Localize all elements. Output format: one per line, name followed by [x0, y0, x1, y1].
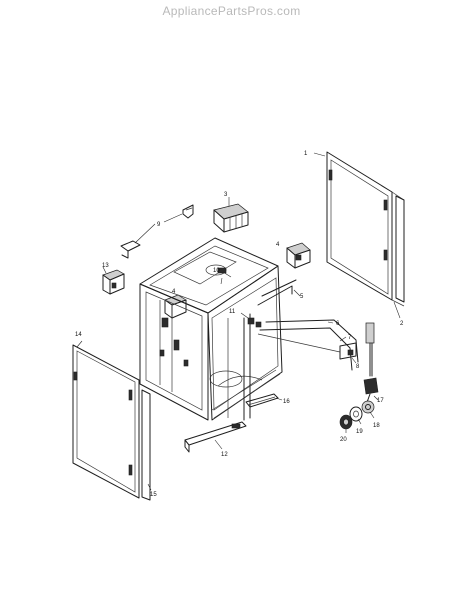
clip-part[interactable]	[247, 317, 262, 328]
callout-label: 20	[340, 437, 347, 443]
leader-line	[102, 266, 107, 274]
leader-line	[220, 277, 223, 285]
leader-line	[369, 411, 375, 419]
callout-label: 16	[283, 399, 290, 405]
callout-label: 4	[276, 242, 280, 248]
toe-kick-part[interactable]	[184, 421, 247, 453]
leader-line	[339, 336, 347, 342]
leader-line	[393, 301, 401, 319]
hose-clamp-part[interactable]	[339, 342, 357, 360]
tub-cabinet-part[interactable]	[139, 237, 283, 421]
side-panel-part[interactable]	[72, 344, 151, 501]
callout-label: 3	[224, 192, 228, 198]
door-rail-part[interactable]	[257, 279, 297, 306]
callout-label: 6	[336, 321, 340, 327]
left-bracket-part[interactable]	[102, 269, 125, 295]
callout-label: 1	[304, 151, 308, 157]
callout-label: 8	[356, 364, 360, 370]
callout-label: 5	[300, 294, 304, 300]
top-bracket-part[interactable]	[213, 203, 249, 233]
fitting-part[interactable]	[361, 400, 375, 414]
leader-line	[76, 340, 83, 348]
leader-line	[214, 439, 223, 450]
side-bracket-part[interactable]	[286, 242, 311, 269]
leader-line	[147, 483, 152, 491]
leader-line	[240, 312, 249, 319]
side-bracket-part[interactable]	[164, 294, 187, 319]
leader-line	[351, 357, 357, 364]
water-inlet-part[interactable]	[363, 322, 379, 406]
leader-line	[134, 223, 156, 244]
hose-part[interactable]	[257, 319, 359, 371]
door-panel-part[interactable]	[326, 151, 405, 307]
leader-line	[163, 213, 183, 223]
callout-label: 2	[400, 321, 404, 327]
callout-label: 14	[75, 332, 82, 338]
callout-label: 11	[229, 309, 236, 315]
leader-line	[275, 397, 283, 401]
leader-line	[222, 271, 232, 278]
callout-label: 15	[150, 492, 157, 498]
callout-label: 13	[102, 263, 109, 269]
callout-label: 7	[348, 335, 352, 341]
nut-part[interactable]	[339, 414, 353, 430]
leader-line	[357, 418, 362, 425]
leader-line	[327, 321, 334, 324]
callout-label: 19	[356, 429, 363, 435]
leader-line	[373, 395, 379, 401]
bottom-rail-part[interactable]	[245, 393, 279, 408]
leader-line	[313, 152, 326, 157]
mounting-clip-part[interactable]	[182, 204, 194, 219]
leader-line	[293, 289, 301, 297]
callout-label: 4	[172, 289, 176, 295]
callout-label: 17	[377, 398, 384, 404]
mounting-clip-part[interactable]	[120, 240, 141, 259]
callout-label: 10	[213, 268, 220, 274]
washer-part[interactable]	[349, 406, 363, 422]
site-watermark: AppliancePartsPros.com	[162, 4, 301, 18]
callout-label: 18	[373, 423, 380, 429]
callout-label: 9	[157, 222, 161, 228]
callout-label: 12	[221, 452, 228, 458]
